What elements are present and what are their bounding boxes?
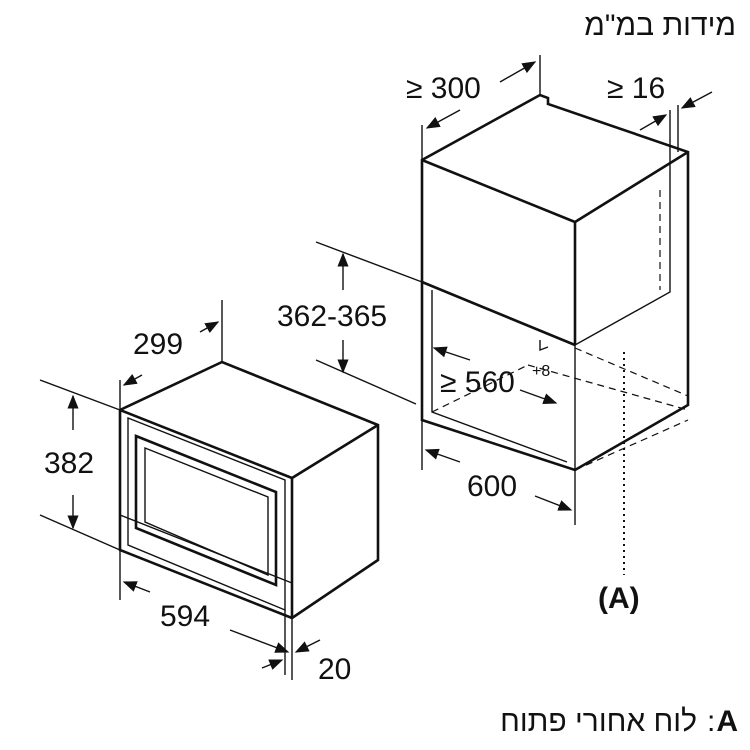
- appliance-height-label: 382: [44, 447, 94, 480]
- cabinet-depth-label: ≥ 300: [406, 72, 481, 105]
- appliance-width-label: 594: [160, 600, 210, 633]
- appliance-drawing: [118, 360, 380, 620]
- cabinet-width-label: 600: [467, 470, 517, 503]
- back-gap-label: ≥ 16: [607, 72, 665, 105]
- opening-height-label: 362-365: [277, 300, 387, 333]
- legend-text: לוח אחורי פתוח: [500, 705, 697, 738]
- front-depth-label: 20: [318, 653, 351, 686]
- diagram-title: מידות במ"מ: [584, 9, 736, 42]
- legend-separator: :: [706, 705, 716, 738]
- appliance-depth-label: 299: [133, 328, 183, 361]
- legend-key: A: [716, 705, 738, 738]
- dimension-lines: [39, 55, 713, 680]
- opening-width-tolerance: +8: [532, 363, 550, 380]
- opening-width-label: ≥ 560: [440, 366, 515, 399]
- back-panel-marker: (A): [598, 582, 640, 615]
- cabinet-drawing: [420, 93, 690, 472]
- legend: לוח אחורי פתוח : A: [500, 704, 738, 740]
